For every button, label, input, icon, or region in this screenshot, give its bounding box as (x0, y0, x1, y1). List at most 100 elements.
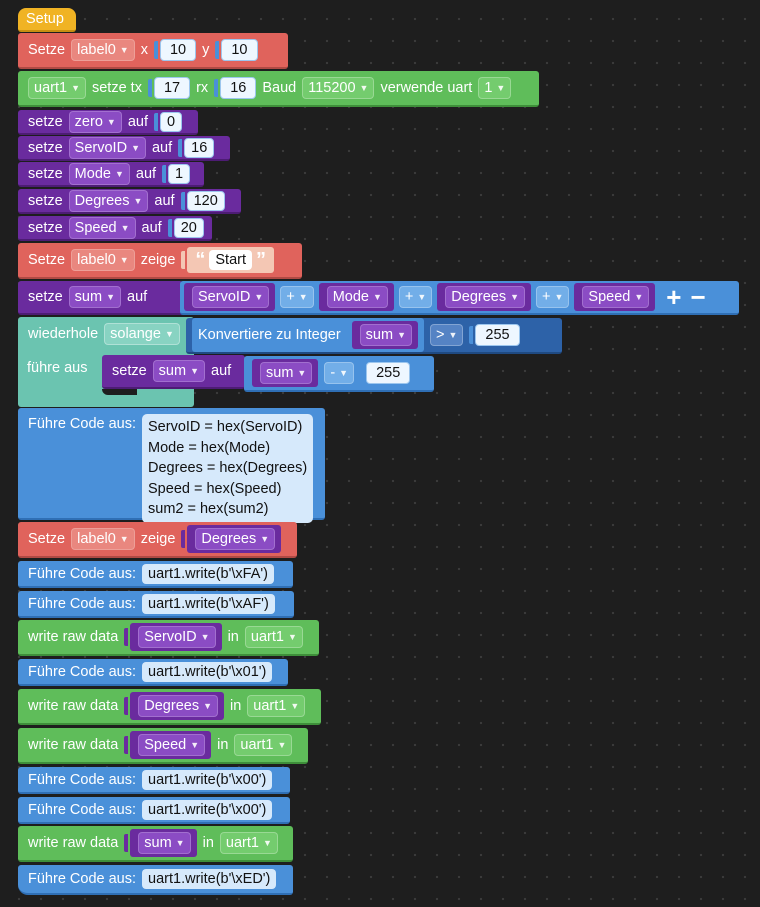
setup-label: Setup (26, 11, 64, 27)
text-value-input[interactable]: Start (209, 250, 253, 270)
set-sum-block[interactable]: setze sum▼ auf (18, 281, 183, 315)
run-code-block[interactable]: Führe Code aus: uart1.write(b'\x00') (18, 767, 290, 794)
subtract-block[interactable]: sum▼ -▼ 255 (244, 356, 434, 392)
value-input[interactable]: 120 (186, 190, 225, 211)
uart-number-dropdown[interactable]: 1▼ (478, 77, 512, 99)
baud-dropdown[interactable]: 115200▼ (302, 77, 375, 99)
variable-dropdown[interactable]: ServoID▼ (68, 136, 146, 159)
variable-speed-block[interactable]: Speed▼ (130, 731, 212, 759)
code-textarea[interactable]: ServoID = hex(ServoID) Mode = hex(Mode) … (142, 414, 314, 523)
x-value-input[interactable]: 10 (159, 39, 197, 61)
uart-dropdown[interactable]: uart1▼ (28, 77, 86, 99)
setup-hat-block[interactable]: Setup (18, 8, 76, 32)
keyword-setze: setze (28, 192, 63, 209)
variable-dropdown[interactable]: zero▼ (68, 110, 122, 133)
run-code-block[interactable]: Führe Code aus: uart1.write(b'\xED') (18, 865, 293, 895)
auf-label: auf (141, 219, 162, 236)
code-input[interactable]: uart1.write(b'\xED') (142, 869, 277, 889)
loop-mode-dropdown[interactable]: solange▼ (104, 323, 180, 345)
compare-block[interactable]: Konvertiere zu Integer sum▼ >▼ 255 (186, 318, 562, 354)
variable-degrees-block[interactable]: Degrees▼ (187, 525, 282, 553)
variable-speed-block[interactable]: Speed▼ (574, 283, 656, 311)
code-input[interactable]: uart1.write(b'\xAF') (142, 593, 275, 614)
value-input[interactable]: 16 (184, 137, 215, 158)
uart-dropdown[interactable]: uart1▼ (247, 695, 306, 717)
subtract-value-input[interactable]: 255 (366, 362, 411, 384)
uart-dropdown[interactable]: uart1▼ (234, 734, 293, 756)
variable-dropdown[interactable]: Speed▼ (68, 216, 136, 239)
in-label: in (202, 835, 214, 851)
code-input[interactable]: uart1.write(b'\x00') (142, 799, 273, 820)
run-code-block[interactable]: Führe Code aus: uart1.write(b'\x00') (18, 797, 290, 824)
chevron-down-icon: ▼ (510, 292, 520, 302)
label-dropdown[interactable]: label0▼ (71, 528, 135, 550)
set-sum-inner-block[interactable]: setze sum▼ auf (102, 355, 245, 389)
comparison-dropdown[interactable]: >▼ (430, 324, 464, 346)
value-input[interactable]: 0 (159, 111, 183, 132)
variable-sum-block[interactable]: sum▼ (252, 359, 319, 387)
run-code-block[interactable]: Führe Code aus: uart1.write(b'\xAF') (18, 591, 294, 618)
write-raw-data-block[interactable]: write raw data ServoID▼ in uart1▼ (18, 620, 319, 656)
set-variable-block[interactable]: setze Mode▼ auf 1 (18, 162, 204, 187)
variable-degrees-block[interactable]: Degrees▼ (130, 692, 224, 720)
uart-dropdown[interactable]: uart1▼ (219, 832, 278, 854)
set-label-text-block[interactable]: Setze label0▼ zeige “ Start ” (18, 243, 302, 279)
while-loop-header: wiederhole solange▼ (18, 317, 194, 351)
compare-value-input[interactable]: 255 (475, 324, 520, 346)
rx-pin-input[interactable]: 16 (220, 77, 257, 99)
set-label-position-block[interactable]: Setze label0▼ x 10 y 10 (18, 33, 288, 69)
write-raw-data-block[interactable]: write raw data Speed▼ in uart1▼ (18, 728, 308, 764)
code-input[interactable]: uart1.write(b'\xFA') (142, 563, 274, 584)
chevron-down-icon: ▼ (164, 329, 174, 339)
set-variable-block[interactable]: setze Degrees▼ auf 120 (18, 189, 241, 214)
in-label: in (227, 629, 239, 645)
plus-icon[interactable]: + (666, 282, 682, 312)
text-block[interactable]: “ Start ” (187, 247, 275, 273)
open-quote-icon: “ (195, 249, 206, 271)
chevron-down-icon: ▼ (260, 534, 270, 544)
auf-label: auf (151, 139, 173, 156)
set-variable-block[interactable]: setze ServoID▼ auf 16 (18, 136, 230, 161)
rx-label: rx (196, 80, 209, 96)
set-label-text-block[interactable]: Setze label0▼ zeige Degrees▼ (18, 522, 297, 558)
minus-icon[interactable]: − (690, 282, 706, 312)
run-code-block[interactable]: Führe Code aus: ServoID = hex(ServoID) M… (18, 408, 325, 523)
set-variable-block[interactable]: setze Speed▼ auf 20 (18, 216, 212, 241)
value-input[interactable]: 20 (173, 217, 204, 238)
variable-dropdown[interactable]: Degrees▼ (68, 189, 149, 212)
write-raw-data-block[interactable]: write raw data sum▼ in uart1▼ (18, 826, 293, 862)
fuehre-code-label: Führe Code aus: (28, 416, 137, 432)
code-input[interactable]: uart1.write(b'\x01') (142, 661, 273, 682)
value-input[interactable]: 1 (168, 163, 191, 184)
code-input[interactable]: uart1.write(b'\x00') (142, 769, 273, 790)
variable-servoid-block[interactable]: ServoID▼ (130, 623, 222, 651)
tx-pin-input[interactable]: 17 (153, 77, 191, 99)
chevron-down-icon: ▼ (106, 116, 116, 127)
operator-dropdown[interactable]: -▼ (324, 362, 355, 384)
y-value-input[interactable]: 10 (221, 39, 258, 61)
chevron-down-icon: ▼ (297, 368, 307, 378)
run-code-block[interactable]: Führe Code aus: uart1.write(b'\x01') (18, 659, 288, 686)
uart-dropdown[interactable]: uart1▼ (244, 626, 303, 648)
label-dropdown[interactable]: label0▼ (71, 249, 135, 271)
convert-integer-block[interactable]: Konvertiere zu Integer sum▼ (192, 318, 424, 352)
uart-setup-block[interactable]: uart1▼ setze tx 17 rx 16 Baud 115200▼ ve… (18, 71, 539, 107)
variable-degrees-block[interactable]: Degrees▼ (437, 283, 532, 311)
set-variable-block[interactable]: setze zero▼ auf 0 (18, 110, 198, 135)
operator-dropdown[interactable]: +▼ (536, 286, 570, 308)
variable-sum-block[interactable]: sum▼ (130, 829, 197, 857)
variable-sum-block[interactable]: sum▼ (351, 321, 418, 349)
label-dropdown[interactable]: label0▼ (71, 39, 135, 61)
variable-mode-block[interactable]: Mode▼ (318, 283, 394, 311)
variable-servoid-block[interactable]: ServoID▼ (184, 283, 276, 311)
write-raw-data-block[interactable]: write raw data Degrees▼ in uart1▼ (18, 689, 321, 725)
sum-expression-block[interactable]: ServoID▼ +▼ Mode▼ +▼ Degrees▼ +▼ Speed▼ … (180, 281, 739, 315)
variable-dropdown[interactable]: Mode▼ (68, 162, 130, 185)
variable-dropdown[interactable]: sum▼ (152, 360, 205, 382)
operator-dropdown[interactable]: +▼ (398, 286, 433, 308)
chevron-down-icon: ▼ (397, 330, 406, 340)
variable-dropdown[interactable]: sum▼ (68, 286, 121, 308)
keyword-setze: setze (28, 113, 63, 130)
run-code-block[interactable]: Führe Code aus: uart1.write(b'\xFA') (18, 561, 293, 588)
operator-dropdown[interactable]: +▼ (280, 286, 314, 308)
